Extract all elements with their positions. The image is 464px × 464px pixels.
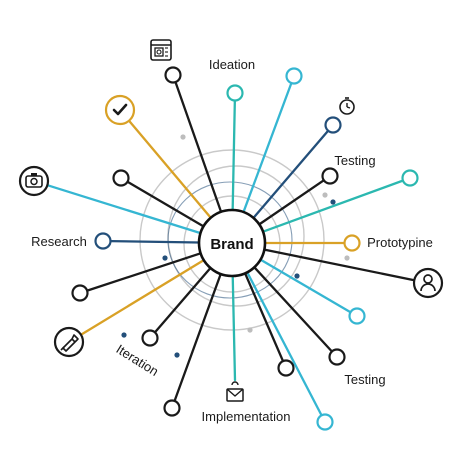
- checkmark-icon: [104, 94, 136, 126]
- spoke-end-node: [277, 359, 295, 377]
- camera-icon: [18, 165, 50, 197]
- spoke-line: [231, 274, 237, 382]
- spoke-line: [127, 119, 212, 219]
- spoke-end-node: [226, 84, 244, 102]
- ring-dot: [180, 134, 186, 140]
- spoke-line: [253, 266, 333, 353]
- label-testing-bottom: Testing: [344, 372, 385, 387]
- spoke-end-node: [285, 67, 303, 85]
- spoke-end-node: [94, 232, 112, 250]
- spoke-end-node: [112, 169, 130, 187]
- spoke-line: [154, 266, 212, 334]
- ring-dot: [121, 332, 127, 338]
- center-hub: [197, 208, 267, 278]
- ring-dot: [162, 255, 168, 261]
- scatter-dots: [121, 134, 350, 358]
- ring-dot: [294, 273, 300, 279]
- label-research: Research: [31, 234, 87, 249]
- label-prototyping: Prototypine: [367, 235, 433, 250]
- spoke-line: [258, 179, 325, 226]
- label-ideation: Ideation: [209, 57, 255, 72]
- spoke-line: [263, 248, 416, 282]
- ring-dot: [330, 199, 336, 205]
- spoke-line: [126, 180, 205, 228]
- spoke-end-node: [316, 413, 334, 431]
- spoke-end-node: [163, 399, 181, 417]
- blueprint-icon: [150, 39, 172, 61]
- spoke-line: [246, 271, 323, 417]
- spoke-line: [243, 272, 284, 362]
- spoke-end-node: [324, 116, 342, 134]
- envelope-icon: [226, 381, 244, 402]
- spoke-line: [231, 99, 236, 212]
- label-implementation: Implementation: [202, 409, 291, 424]
- background-ring-inner: [167, 181, 293, 299]
- spoke-end-node: [348, 307, 366, 325]
- spoke-end-node: [164, 66, 182, 84]
- spoke-endpoints: [18, 66, 444, 431]
- label-testing-top: Testing: [334, 153, 375, 168]
- user-icon: [412, 267, 444, 299]
- spoke-line: [242, 82, 293, 214]
- spoke-line: [259, 258, 352, 314]
- spoke-line: [109, 239, 201, 244]
- spoke-line: [86, 252, 202, 292]
- background-ring: [139, 149, 325, 331]
- spoke-line: [79, 258, 205, 336]
- spoke-end-node: [321, 167, 339, 185]
- ring-dot: [247, 327, 253, 333]
- ring-dot: [322, 192, 328, 198]
- spoke-end-node: [328, 348, 346, 366]
- spoke-line: [252, 129, 329, 220]
- spoke-line: [173, 272, 222, 402]
- spoke-line: [174, 81, 223, 214]
- spoke-line: [46, 184, 202, 235]
- center-label: Brand: [210, 236, 253, 253]
- spoke-end-node: [71, 284, 89, 302]
- clock-icon: [339, 97, 355, 115]
- spoke-end-node: [141, 329, 159, 347]
- spoke-end-node: [401, 169, 419, 187]
- label-iteration: Iteration: [113, 341, 161, 379]
- pen-tool-icon: [53, 326, 85, 358]
- ring-dot: [344, 255, 350, 261]
- spoke-line: [261, 179, 404, 233]
- spoke-end-node: [343, 234, 361, 252]
- spokes: [46, 81, 416, 417]
- ring-dot: [174, 352, 180, 358]
